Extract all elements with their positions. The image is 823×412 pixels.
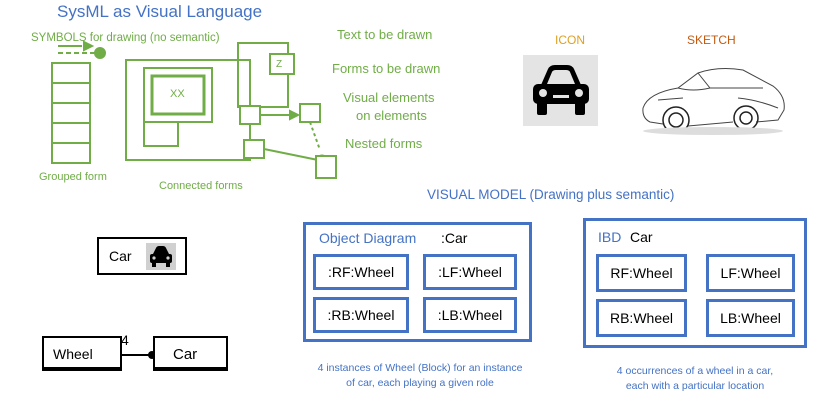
car-block-icon-tile [146,243,176,270]
grouped-form-stack [51,62,91,164]
car-assoc-label: Car [173,346,198,363]
part-rf: :RF:Wheel [313,254,409,290]
connected-form-c [243,139,265,159]
ibd-block: Car [630,229,653,245]
connected-forms-label: Connected forms [159,180,243,192]
car-block: Car [97,237,187,275]
ibd-part-rb: RB:Wheel [596,299,687,337]
symbols-heading: SYMBOLS for drawing (no semantic) [31,32,220,44]
ibd-part-rf: RF:Wheel [596,254,687,292]
ibd-frame: IBD Car RF:Wheel LF:Wheel RB:Wheel LB:Wh… [583,218,807,348]
legend-visual-2: on elements [356,108,427,123]
object-diagram-note: 4 instances of Wheel (Block) for an inst… [295,361,545,391]
small-form [143,121,179,147]
object-diagram-instance: :Car [441,230,468,246]
car-icon-tile [523,55,598,126]
legend-visual-1: Visual elements [343,90,435,105]
inner-form [150,74,206,116]
legend-nested: Nested forms [345,136,423,151]
visual-model-heading: VISUAL MODEL (Drawing plus semantic) [427,187,675,202]
wheel-block: Wheel [42,336,122,371]
icon-label: ICON [555,33,585,47]
symbols-drawing [51,40,337,179]
sketch-label: SKETCH [687,33,736,47]
z-inner-form [269,53,295,75]
object-diagram-title: Object Diagram [319,230,417,246]
object-diagram-frame: Object Diagram :Car :RF:Wheel :LF:Wheel … [303,222,532,342]
legend-forms: Forms to be drawn [332,61,441,76]
ibd-note-1: 4 occurrences of a wheel in a car, [616,365,774,377]
ibd-note: 4 occurrences of a wheel in a car, each … [575,364,815,394]
page-title: SysML as Visual Language [57,2,263,21]
car-icon [533,65,589,115]
object-diagram-note-1: 4 instances of Wheel (Block) for an inst… [317,362,523,374]
connected-form-d [315,155,337,179]
car-sketch [642,68,785,135]
object-diagram-note-2: of car, each playing a given role [346,377,494,389]
arrow-head [83,40,95,52]
ibd-part-lf: LF:Wheel [706,254,795,292]
part-lf: :LF:Wheel [423,254,517,290]
ibd-part-lb: LB:Wheel [706,299,795,337]
ibd-note-2: each with a particular location [625,380,765,392]
car-block-label: Car [109,248,132,264]
legend-text: Text to be drawn [337,27,433,42]
nested-form-label: XX [170,88,185,100]
z-label: Z [276,59,283,70]
connected-form-a [239,105,261,125]
car-icon [150,246,172,267]
connector-dot [94,47,106,59]
part-lb: :LB:Wheel [423,297,517,333]
multiplicity-label: 4 [121,332,129,348]
part-rb: :RB:Wheel [313,297,409,333]
car-assoc-block: Car [153,336,228,371]
wheel-block-label: Wheel [53,346,93,362]
grouped-form-label: Grouped form [39,171,107,183]
ibd-title: IBD [598,229,622,245]
connected-form-b [299,103,321,123]
